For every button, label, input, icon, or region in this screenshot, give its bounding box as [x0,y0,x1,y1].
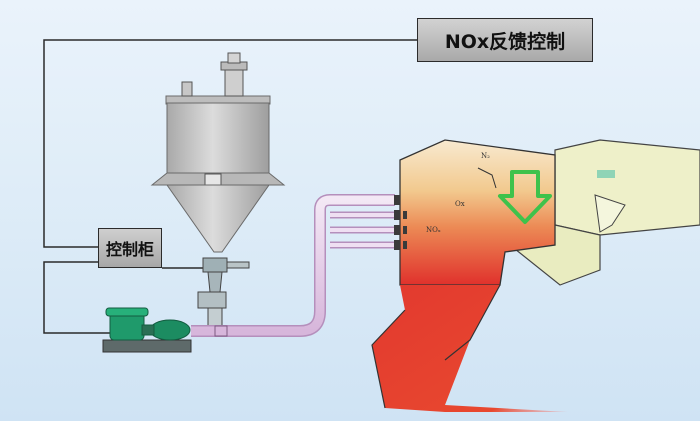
furnace-lower [372,285,568,412]
dust-collector [224,67,244,97]
nozzle-2 [394,210,400,220]
ammonia-injection-line [477,167,497,189]
wire-feedback-loop [43,39,417,248]
nozzle-1 [394,195,400,205]
valve-actuator [226,261,250,269]
feeder-assembly [197,257,250,329]
down-arrow-icon [498,170,552,224]
silo [150,52,286,253]
pump-coupling [141,324,155,336]
pump-base [102,339,192,353]
silo-cone [166,184,270,253]
nox-feedback-control-label: NOx反馈控制 [444,30,566,53]
hopper-upper [554,139,700,236]
transport-pipe [191,194,398,337]
vent-pipe [181,81,193,97]
hopper-flap [594,194,626,233]
pipe-main-inner [191,195,395,336]
silo-body [166,102,270,174]
nozzle-3 [394,225,400,235]
valve-3 [403,241,407,249]
valve-1 [403,211,407,219]
feeder-neck [207,271,223,293]
screw-feeder [197,291,227,309]
n2-label: N₂ [481,152,490,160]
nozzle-4 [394,240,400,250]
small-label-2: NOₓ [426,226,441,234]
dust-collector-top [227,52,241,64]
pump-blower-top [105,307,149,317]
pipe-outlet-connector [214,325,228,337]
silo-door [204,173,222,187]
furnace [371,139,568,412]
hopper-tag [597,170,615,178]
wire-cabinet-to-pump [43,261,110,334]
furnace-lower-edge-right [444,284,501,361]
nox-feedback-control-box: NOx反馈控制 [417,18,593,62]
control-cabinet-box: 控制柜 [98,228,162,268]
furnace-lower-edge [371,309,406,409]
nozzle-icon [394,195,407,250]
pump-motor [149,319,191,341]
rotary-valve [202,257,228,273]
valve-2 [403,226,407,234]
pump-icon [102,307,192,353]
control-cabinet-label: 控制柜 [105,240,154,259]
small-label-1: Ox [455,200,465,208]
